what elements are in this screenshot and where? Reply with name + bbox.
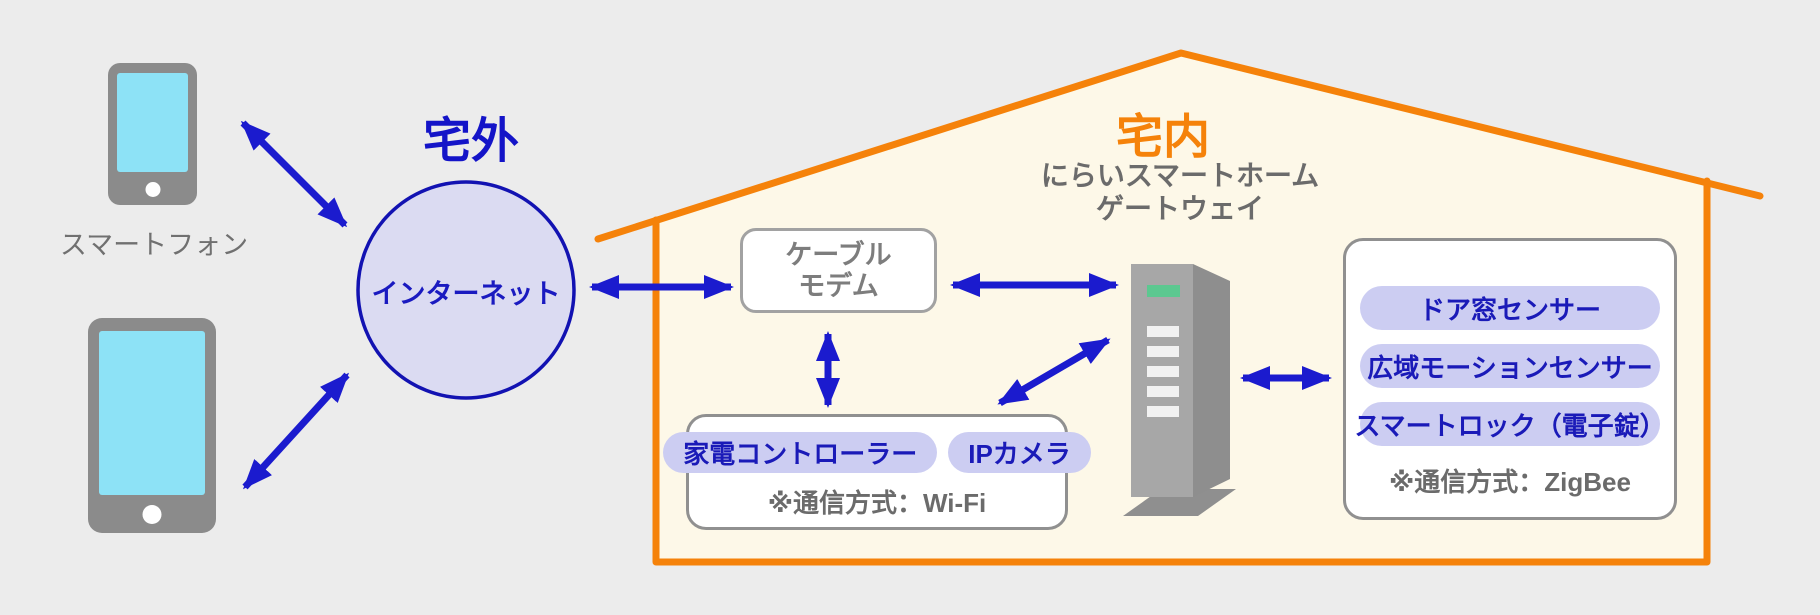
house-walls	[652, 177, 1711, 566]
gateway-led	[1147, 285, 1180, 297]
cable-modem-box: ケーブル モデム	[740, 228, 937, 313]
cable-modem-label-line2: モデム	[798, 270, 879, 301]
smartphone-icon	[108, 63, 197, 205]
device-pill-ip-camera: IPカメラ	[948, 432, 1091, 473]
connection-arrows	[240, 120, 1332, 490]
wifi-device-group-box: 家電コントローラー IPカメラ ※通信方式：Wi-Fi	[663, 414, 1091, 530]
gateway-device-icon	[1123, 264, 1236, 516]
house-roof	[594, 49, 1764, 243]
gateway-base	[1123, 489, 1236, 516]
cable-modem-label-line1: ケーブル	[785, 239, 892, 270]
device-pill-motion-sensor: 広域モーションセンサー	[1360, 344, 1660, 388]
tablet-home-button	[142, 505, 162, 524]
arrow-tablet-internet	[242, 372, 350, 490]
zigbee-protocol-note: ※通信方式：ZigBee	[1389, 467, 1631, 497]
wifi-protocol-note: ※通信方式：Wi-Fi	[767, 488, 987, 518]
smartphone-label: スマートフォン	[59, 230, 249, 260]
gateway-vents	[1147, 326, 1179, 417]
gateway-title-line1: にらいスマートホーム	[1040, 160, 1320, 191]
internet-circle	[356, 180, 576, 400]
device-pill-smart-lock: スマートロック（電子錠）	[1354, 402, 1666, 446]
wifi-device-list: 家電コントローラー IPカメラ	[663, 432, 1091, 473]
gateway-front	[1131, 264, 1193, 497]
gateway-side	[1193, 264, 1230, 497]
arrow-wifi-group-gateway	[997, 336, 1111, 407]
device-pill-appliance-controller: 家電コントローラー	[663, 432, 938, 473]
gateway-title: にらいスマートホーム ゲートウェイ	[1010, 159, 1350, 225]
smartphone-home-button	[145, 182, 160, 197]
tablet-icon	[88, 318, 216, 533]
smartphone-screen	[117, 73, 188, 172]
zigbee-device-list: ドア窓センサー 広域モーションセンサー スマートロック（電子錠）	[1346, 286, 1674, 446]
tablet-screen	[99, 331, 205, 495]
arrow-smartphone-internet	[240, 120, 348, 228]
zigbee-device-group-box: ドア窓センサー 広域モーションセンサー スマートロック（電子錠） ※通信方式：Z…	[1343, 238, 1677, 520]
inside-zone-label: 宅内	[1116, 110, 1210, 163]
device-pill-door-window-sensor: ドア窓センサー	[1360, 286, 1660, 330]
outside-zone-label: 宅外	[422, 115, 519, 168]
gateway-title-line2: ゲートウェイ	[1095, 193, 1264, 224]
internet-label: インターネット	[371, 279, 561, 309]
